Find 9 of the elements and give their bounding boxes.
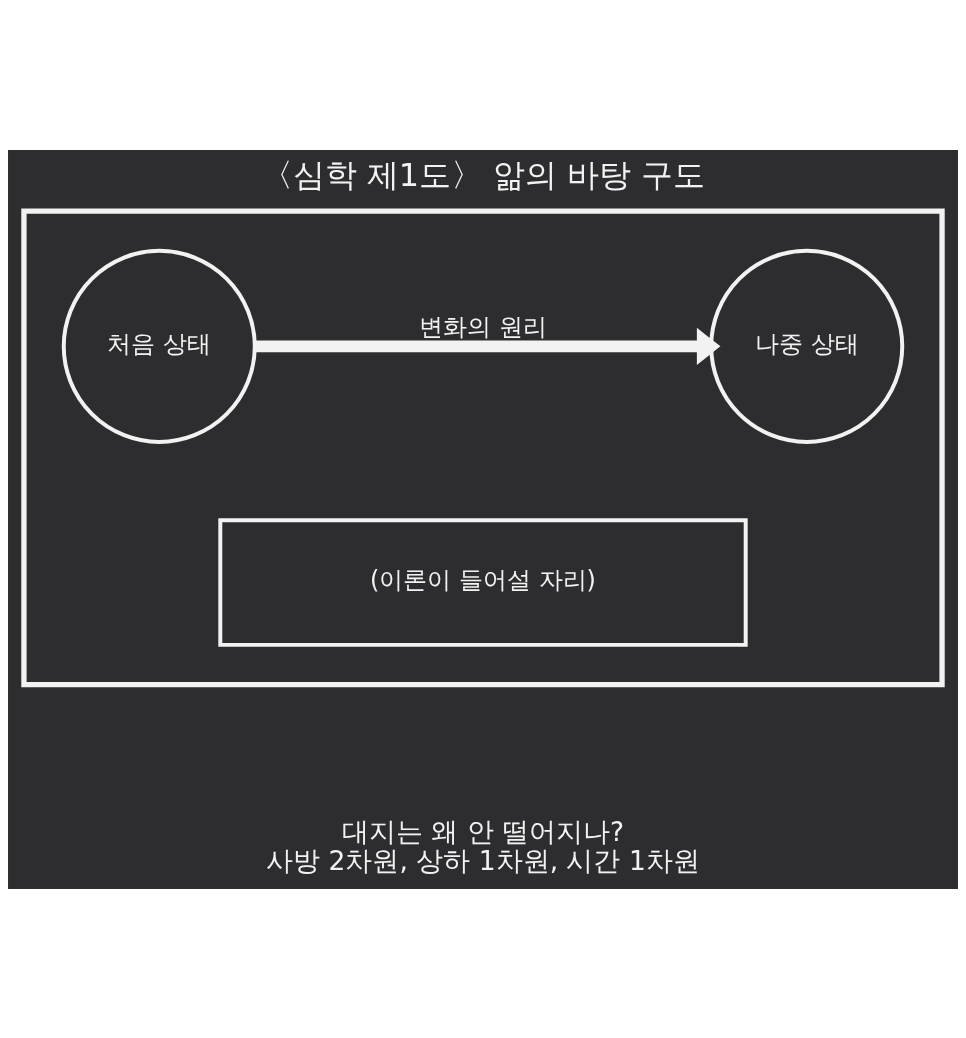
node-circle: 처음 상태 <box>61 248 257 444</box>
label: 대지는 왜 안 떨어지나? <box>341 815 625 847</box>
edge-label: 변화의 원리 <box>419 312 547 341</box>
node-box: (이론이 들어설 자리) <box>218 517 748 647</box>
cluster <box>21 207 945 687</box>
arrow <box>254 327 721 365</box>
node-circle: 나중 상태 <box>709 248 905 444</box>
diagram-title: 〈심학 제1도〉 앎의 바탕 구도 <box>260 155 706 194</box>
label: 사방 2차원, 상하 1차원, 시간 1차원 <box>266 844 700 876</box>
